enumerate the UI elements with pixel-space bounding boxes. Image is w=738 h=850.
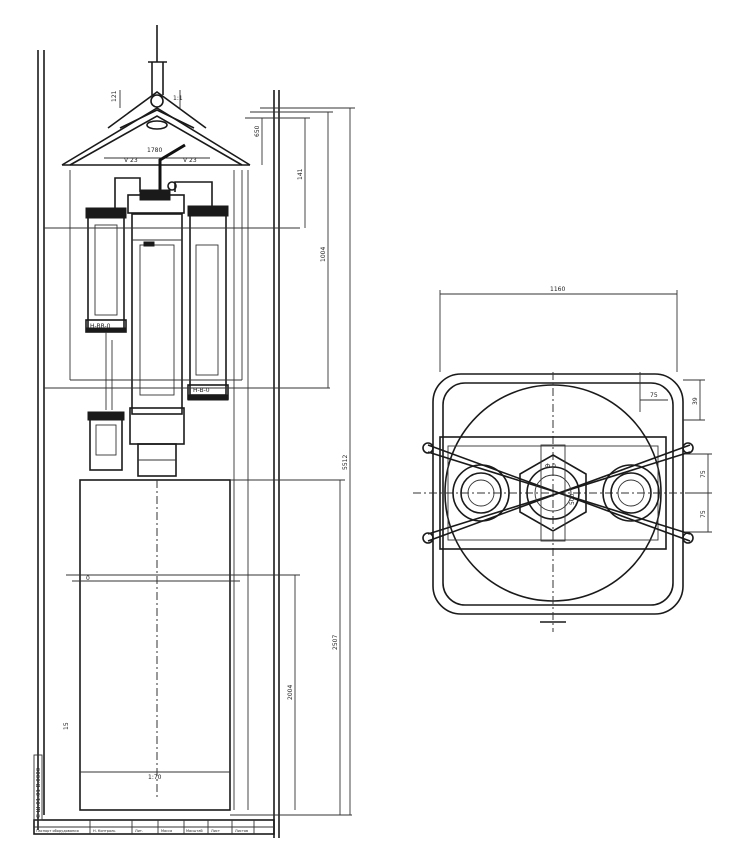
label-right-mid: 141 [297,168,304,180]
label-lower-inner: 2004 [287,685,294,700]
label-top-a: 121 [111,90,118,102]
label-right-short: 650 [254,125,261,137]
label-roof-right: V 23 [183,157,197,164]
lifting-mast [107,25,207,130]
label-lower-right: 2507 [332,635,339,650]
pipe-header [114,143,213,214]
plan-view: 1160 [413,286,712,632]
label-right-long: 1004 [320,247,327,262]
label-pump-right: H-B-0 [193,387,210,394]
title-cell-6: Лист [211,829,220,833]
pump-center [129,213,185,477]
label-left-mark: 0 [86,575,90,582]
plan-mount-plate [439,436,667,550]
label-plan-width: 1160 [550,286,565,293]
plan-pump-left [452,464,510,522]
label-bottom-width: 1:70 [148,774,162,781]
title-cell-7: Листов [235,829,248,833]
control-unit-small [87,411,125,471]
dimension-lines-right [230,107,355,816]
plan-pump-right [602,464,660,522]
lower-chamber [66,170,300,811]
label-pump-left: H-BR-0 [90,323,111,330]
title-block-vertical-text: С Ш.01.01 В.0000 [36,767,42,818]
plan-cross-braces [422,442,694,544]
title-cell-4: Масса [161,829,172,833]
label-plan-dim-c: 75 [700,470,707,478]
label-right-total: 5512 [342,455,349,470]
label-top-b: 1:1 [173,95,183,102]
label-plan-dim-a: 75 [650,392,658,399]
title-cell-3: Лит. [135,829,143,833]
plan-dimension-lines-right [639,372,712,533]
pump-left [85,207,127,410]
label-left-small: 15 [63,722,70,730]
title-cell-1: Паспорт оборудования [36,829,79,833]
plan-housing-inner [442,382,674,606]
label-plan-center-h: Ф 0 [545,463,556,470]
title-cell-5: Масштаб [186,829,203,833]
front-view: 121 1:1 V 23 1780 V 23 [33,25,355,838]
label-roof-left: V 23 [124,157,138,164]
pump-right [187,205,229,401]
title-block [33,754,275,835]
label-roof-mid: 1780 [147,147,162,154]
label-plan-dim-d: 75 [700,510,707,518]
title-cell-2: Н. Контроль [93,829,115,833]
roof [61,107,251,380]
label-plan-dim-b: 39 [692,397,699,405]
plan-housing-outer [432,373,684,615]
label-plan-center-v: 500 [569,493,576,505]
plan-pump-center [519,444,587,542]
